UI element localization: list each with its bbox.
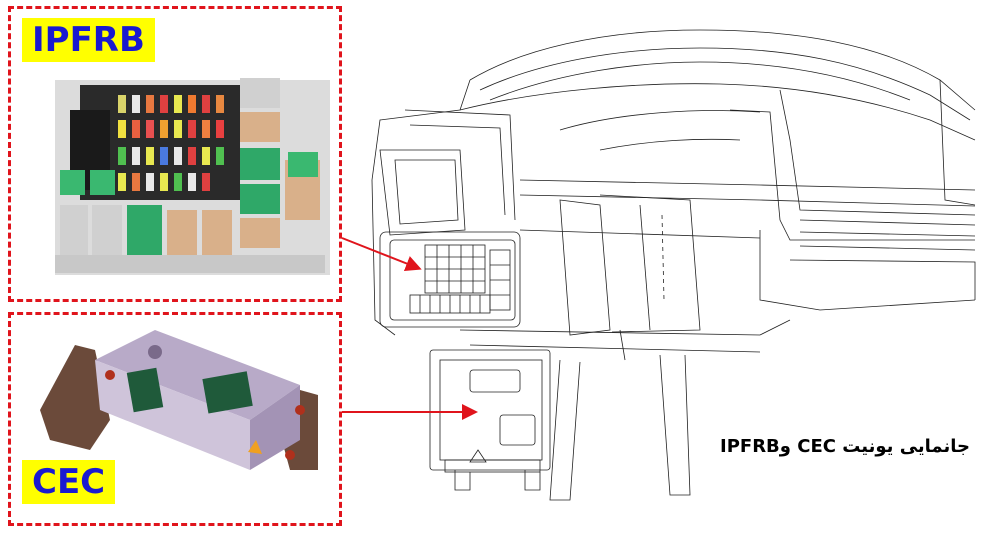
- caption: جانمایی یونیت CEC وIPFRB: [720, 436, 970, 457]
- ipfrb-label: IPFRB: [22, 18, 155, 62]
- cec-panel: [8, 312, 342, 526]
- ipfrb-panel: [8, 6, 342, 302]
- ipfrb-arrow: [341, 237, 422, 272]
- cec-label: CEC: [22, 460, 116, 504]
